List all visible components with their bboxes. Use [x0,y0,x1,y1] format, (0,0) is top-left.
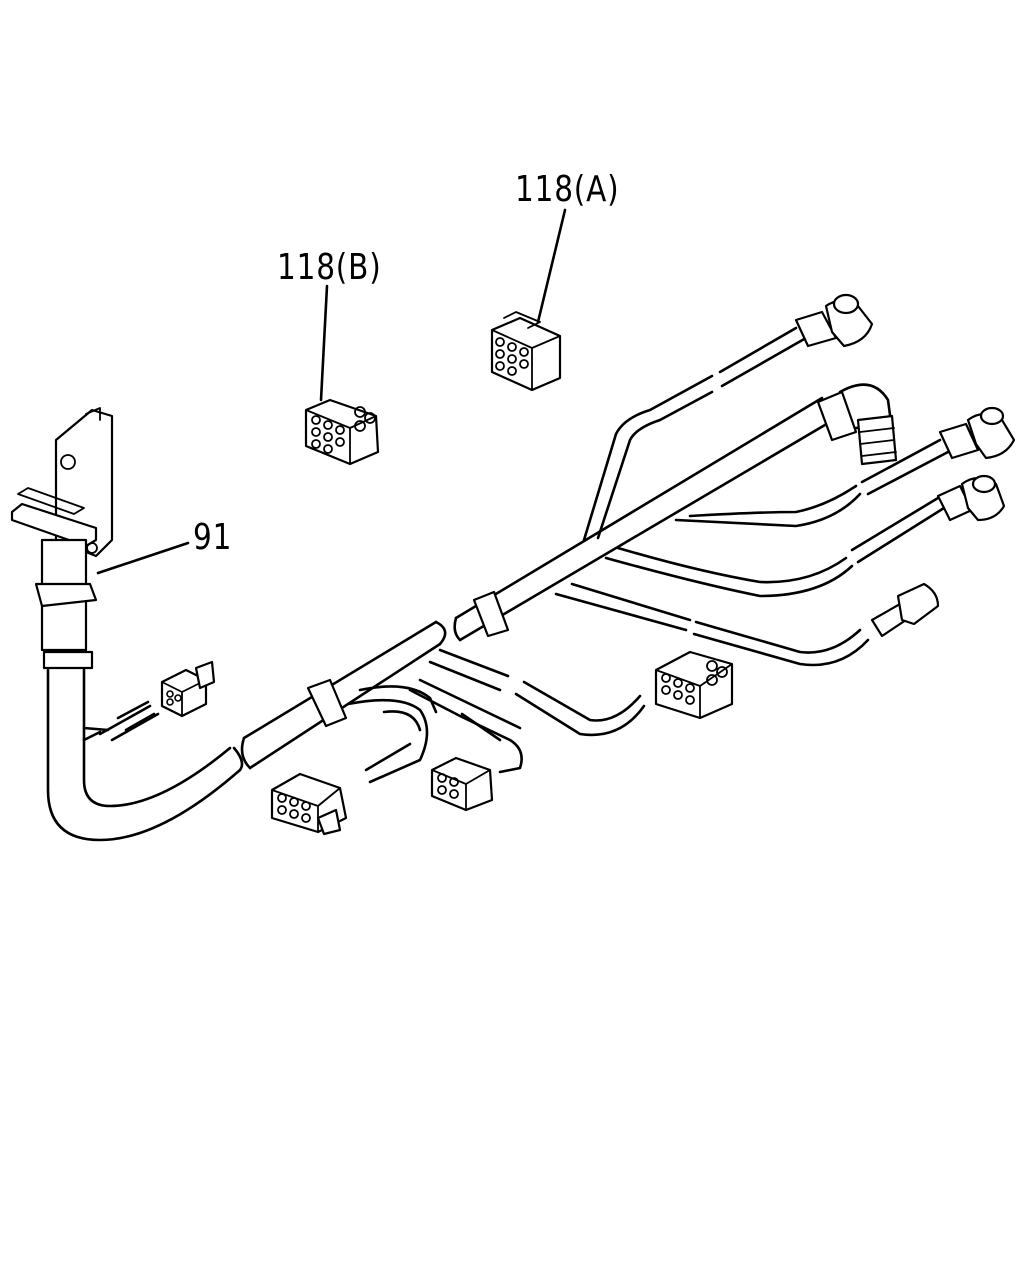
connector-118a [490,311,562,392]
leader-lines [96,208,567,575]
lower-branches [270,648,734,836]
callout-118b: 118(B) [277,247,382,288]
left-connector-branch [98,660,216,742]
bracket-91 [10,407,114,670]
callout-91: 91 [193,517,233,558]
harness-trunk [46,390,858,842]
connector-118b [304,398,380,466]
upper-branches [554,293,1016,667]
callout-118a: 118(A) [515,169,620,210]
